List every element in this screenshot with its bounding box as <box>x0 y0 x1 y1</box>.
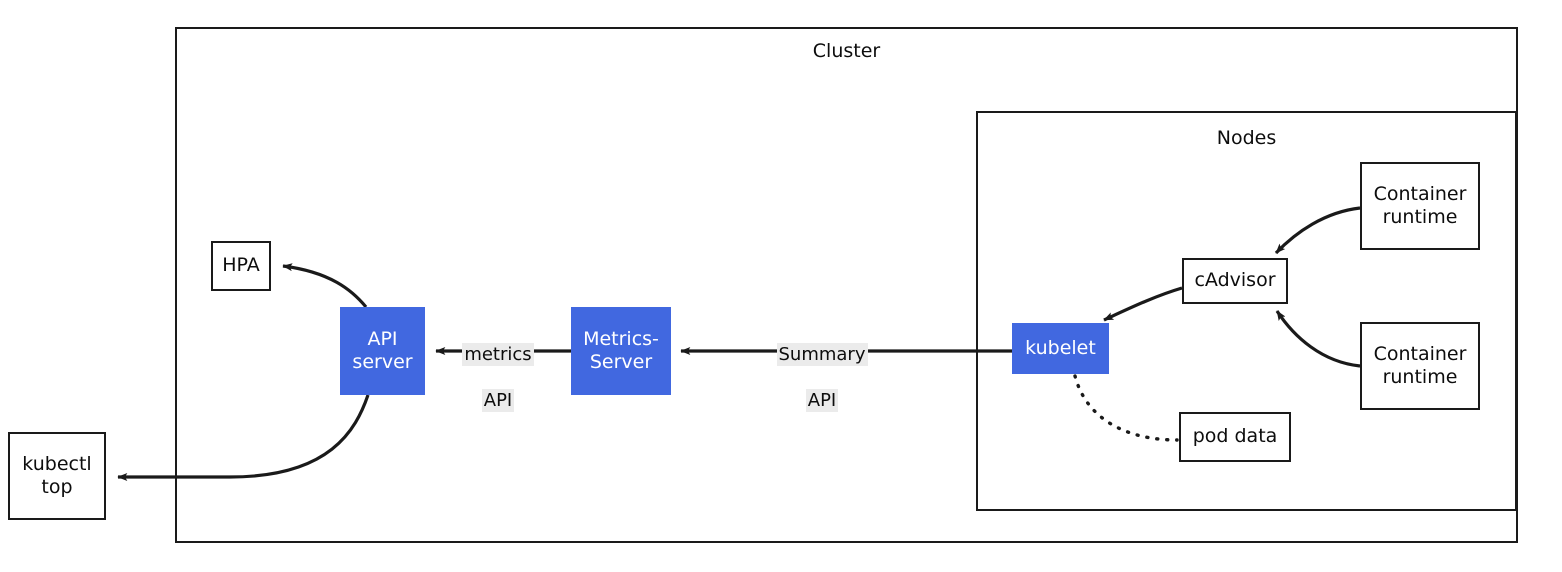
cluster-label: Cluster <box>812 40 881 62</box>
cluster-boundary <box>175 27 1518 543</box>
node-hpa[interactable]: HPA <box>211 241 271 291</box>
node-metrics-server[interactable]: Metrics- Server <box>571 307 671 395</box>
node-cadvisor[interactable]: cAdvisor <box>1182 258 1288 304</box>
node-pod-data[interactable]: pod data <box>1179 412 1291 462</box>
node-api-server[interactable]: API server <box>340 307 425 395</box>
nodes-boundary <box>976 111 1517 511</box>
node-container-runtime-bottom[interactable]: Container runtime <box>1360 322 1480 410</box>
node-container-runtime-top[interactable]: Container runtime <box>1360 162 1480 250</box>
nodes-label: Nodes <box>1216 127 1277 149</box>
node-kubelet[interactable]: kubelet <box>1012 323 1109 374</box>
node-kubectl-top[interactable]: kubectl top <box>8 432 106 520</box>
